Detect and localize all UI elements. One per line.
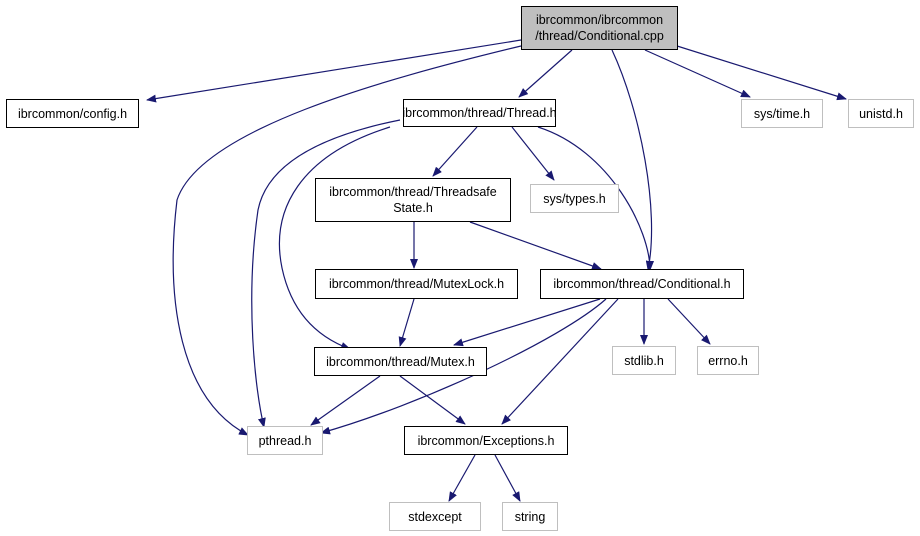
node-stdlib-h-label: stdlib.h	[624, 353, 664, 368]
edge-conditional-errno	[667, 298, 711, 345]
edge-mutex-pthread	[310, 375, 381, 426]
node-errno-h-label: errno.h	[708, 353, 748, 368]
node-string: string	[502, 502, 558, 531]
node-unistd-h: unistd.h	[848, 99, 914, 128]
node-config-h[interactable]: ibrcommon/config.h	[6, 99, 139, 128]
edge-root-config	[146, 39, 522, 103]
edge-thread-systypes	[511, 126, 555, 181]
node-stdlib-h: stdlib.h	[612, 346, 676, 375]
edge-conditional-exceptions	[501, 298, 619, 425]
edge-root-pthread	[172, 45, 522, 436]
node-threadsafe-state-h-line1: ibrcommon/thread/Threadsafe	[329, 185, 497, 199]
edge-threadsafe-conditional	[469, 221, 602, 270]
node-sys-time-h-label: sys/time.h	[753, 106, 811, 121]
node-stdexcept: stdexcept	[389, 502, 481, 531]
node-mutexlock-h[interactable]: ibrcommon/thread/MutexLock.h	[315, 269, 518, 299]
edge-thread-threadsafe	[432, 126, 478, 177]
edge-exceptions-stdexcept	[448, 454, 476, 502]
edge-thread-pthread	[251, 119, 401, 428]
edge-root-systime	[644, 49, 751, 98]
node-thread-h-label: ibrcommon/thread/Thread.h	[402, 106, 557, 120]
node-sys-types-h: sys/types.h	[530, 184, 619, 213]
node-conditional-cpp[interactable]: ibrcommon/ibrcommon /thread/Conditional.…	[521, 6, 678, 50]
edge-root-thread	[518, 49, 573, 98]
node-pthread-h-label: pthread.h	[258, 433, 312, 448]
node-sys-types-h-label: sys/types.h	[543, 191, 606, 206]
node-pthread-h: pthread.h	[247, 426, 323, 455]
edge-exceptions-string	[494, 454, 521, 502]
edge-root-conditional	[611, 49, 654, 271]
node-thread-h[interactable]: ibrcommon/thread/Thread.h	[402, 99, 557, 127]
node-mutex-h[interactable]: ibrcommon/thread/Mutex.h	[314, 347, 487, 376]
edge-root-unistd	[657, 39, 847, 101]
node-exceptions-h-label: ibrcommon/Exceptions.h	[417, 433, 555, 448]
node-exceptions-h[interactable]: ibrcommon/Exceptions.h	[404, 426, 568, 455]
node-string-label: string	[514, 509, 546, 524]
edge-mutexlock-mutex	[398, 298, 415, 347]
node-unistd-h-label: unistd.h	[859, 106, 903, 121]
node-conditional-h-label: ibrcommon/thread/Conditional.h	[553, 277, 731, 291]
edge-thread-conditional	[537, 126, 654, 271]
edge-conditional-mutex	[453, 298, 601, 347]
edge-mutex-exceptions	[399, 375, 466, 425]
node-sys-time-h: sys/time.h	[741, 99, 823, 128]
node-stdexcept-label: stdexcept	[408, 509, 462, 524]
node-threadsafe-state-h-line2: State.h	[393, 201, 433, 215]
edge-thread-mutex	[278, 126, 391, 350]
node-errno-h: errno.h	[697, 346, 759, 375]
node-threadsafe-state-h[interactable]: ibrcommon/thread/Threadsafe State.h	[315, 178, 511, 222]
node-config-h-label: ibrcommon/config.h	[17, 106, 128, 121]
node-conditional-cpp-line2: /thread/Conditional.cpp	[535, 29, 664, 43]
node-conditional-h[interactable]: ibrcommon/thread/Conditional.h	[540, 269, 744, 299]
node-mutexlock-h-label: ibrcommon/thread/MutexLock.h	[328, 277, 505, 291]
node-conditional-cpp-line1: ibrcommon/ibrcommon	[535, 13, 664, 27]
node-mutex-h-label: ibrcommon/thread/Mutex.h	[326, 354, 475, 369]
